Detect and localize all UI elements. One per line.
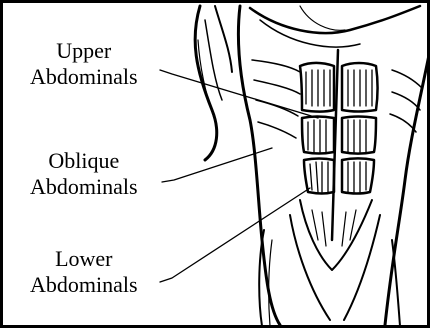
label-upper-abdominals: Upper Abdominals <box>30 38 138 90</box>
right-thigh <box>392 240 400 326</box>
torso-right-edge <box>385 50 430 325</box>
middle-abdominal-blocks <box>302 117 376 154</box>
label-oblique-line2: Abdominals <box>30 174 138 200</box>
lower-abdominal-blocks <box>304 159 374 194</box>
label-oblique-abdominals: Oblique Abdominals <box>30 148 138 200</box>
lower-abdomen-outline <box>300 200 372 270</box>
label-upper-line1: Upper <box>30 38 138 64</box>
upper-abdominal-blocks <box>300 63 378 112</box>
leader-lower <box>160 188 310 282</box>
label-upper-line2: Abdominals <box>30 64 138 90</box>
leader-upper <box>160 70 318 118</box>
label-oblique-line1: Oblique <box>30 148 138 174</box>
chest-line <box>250 6 420 33</box>
label-lower-abdominals: Lower Abdominals <box>30 246 138 298</box>
label-lower-line2: Abdominals <box>30 272 138 298</box>
label-lower-line1: Lower <box>30 246 138 272</box>
